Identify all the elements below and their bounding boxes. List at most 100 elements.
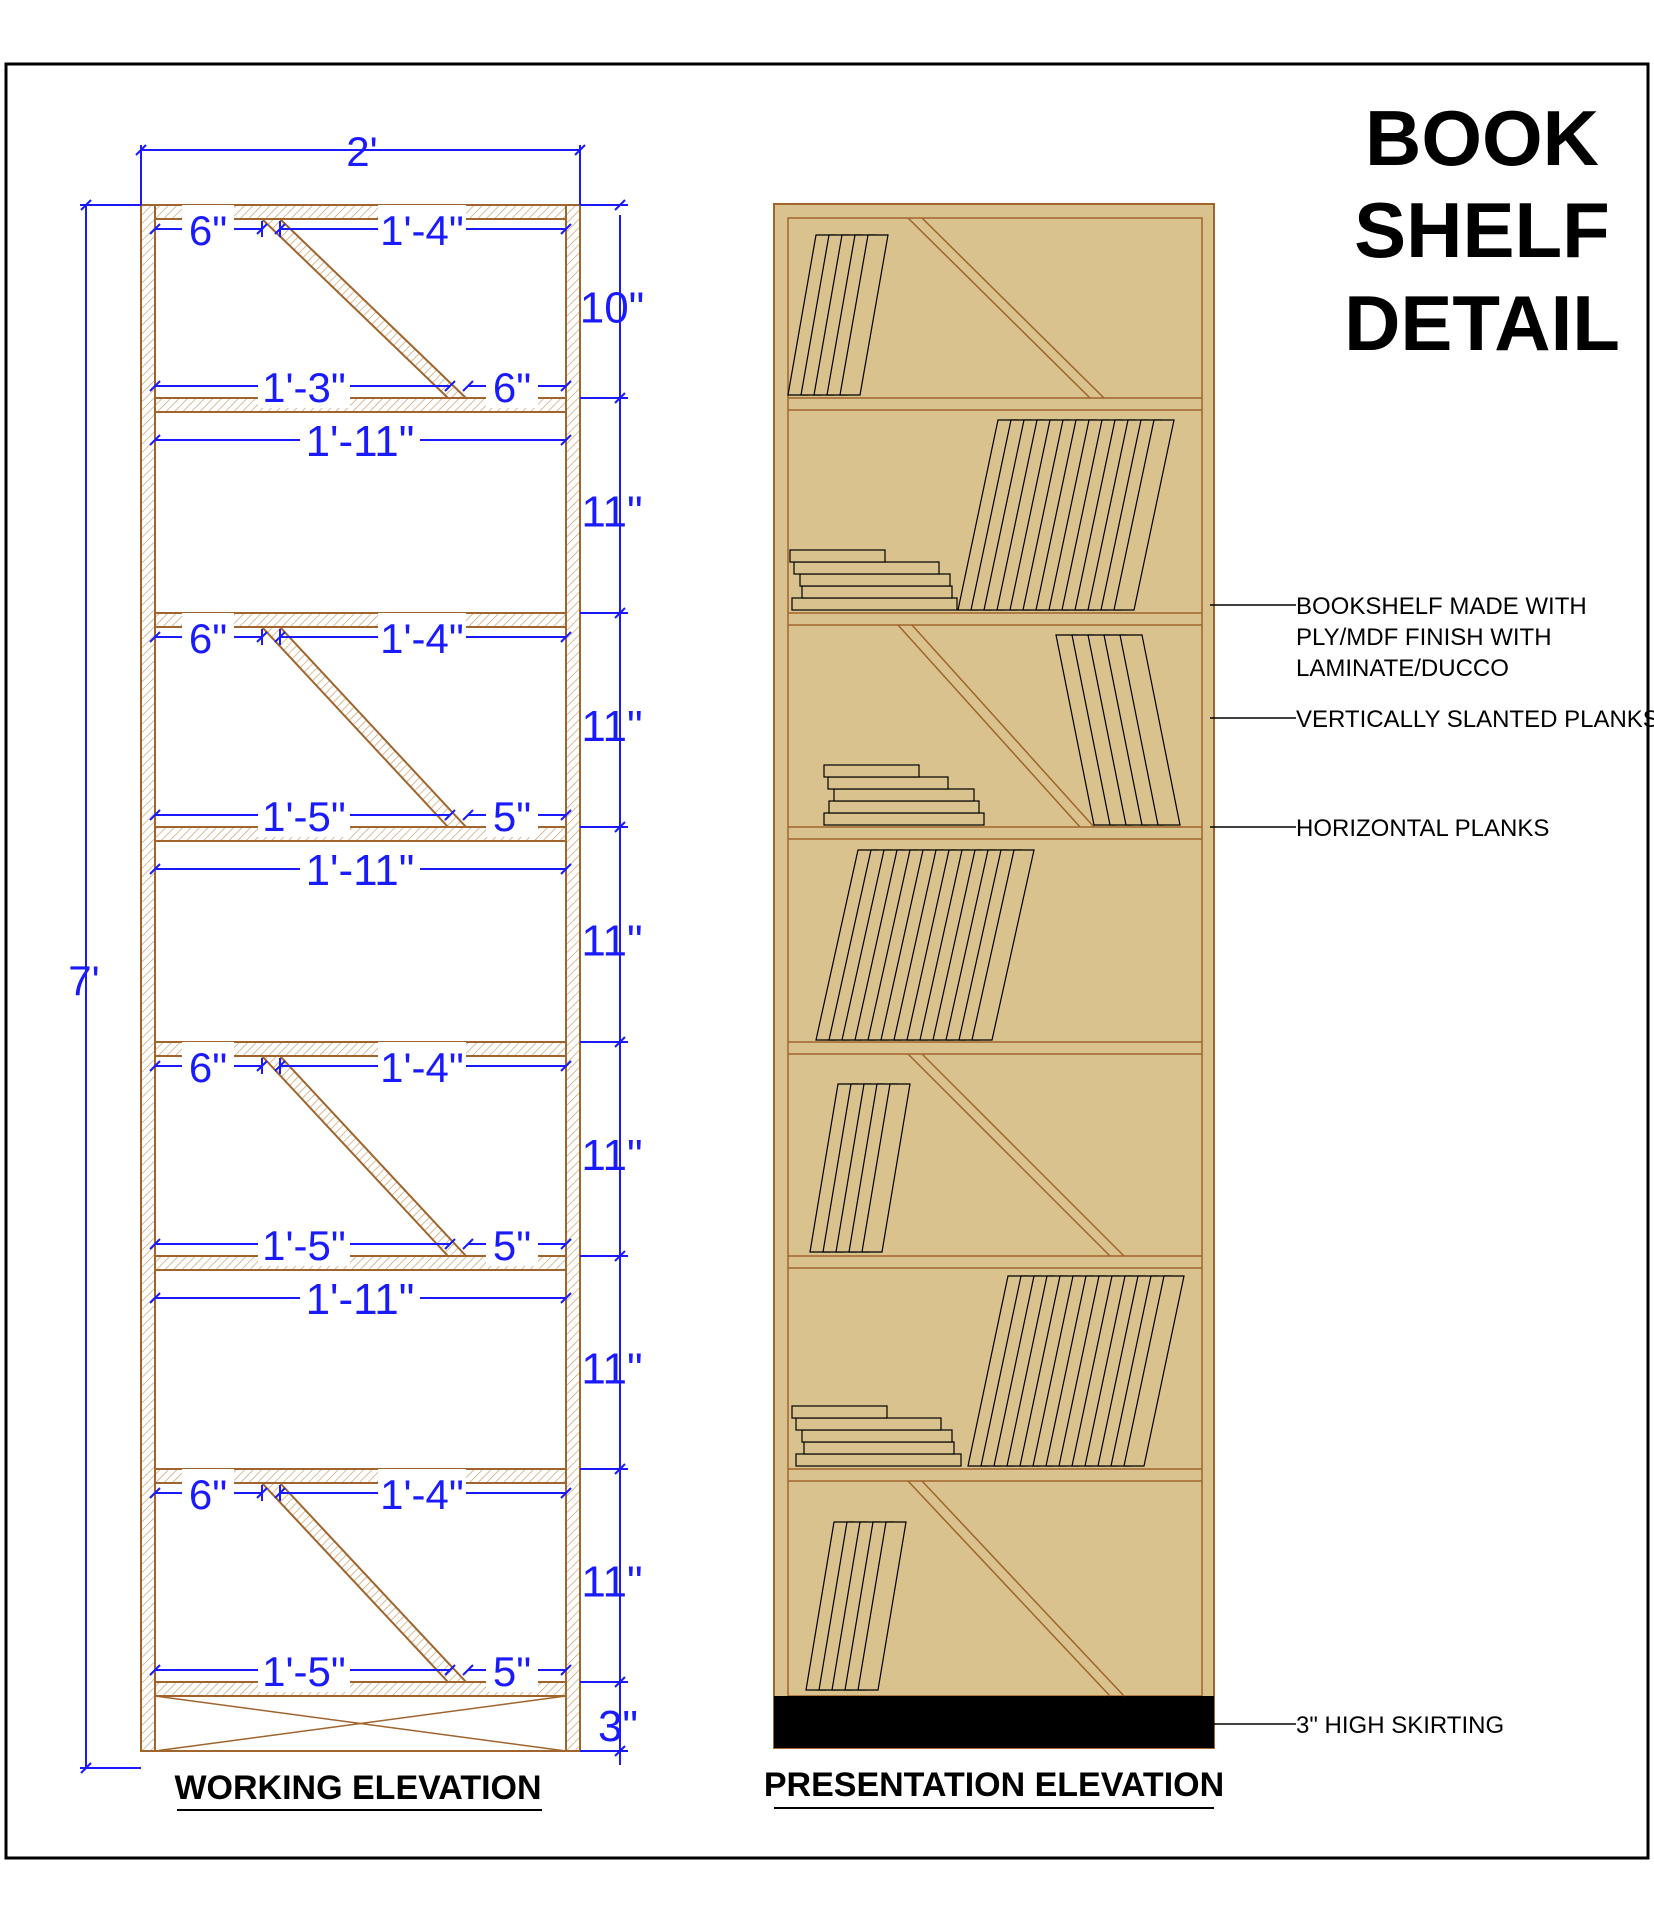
shelf-width-label: 1'-11" [306,417,415,466]
book [861,1083,911,1253]
label-mask [486,791,538,837]
shelf-width-label: 1'-11" [306,846,415,895]
stacked-book [793,561,940,575]
top-left-dim-label: 6" [189,207,227,254]
book [857,1521,907,1691]
stacked-book [795,1417,942,1431]
dimension-tick [462,380,474,392]
stacked-book [799,573,951,587]
book [1119,634,1181,826]
top-right-dim-label: 1'-4" [380,207,464,254]
dimension-tick [614,1250,626,1262]
stacked-book [828,800,980,814]
slanted-plank [259,626,469,828]
dimension-tick [149,380,161,392]
dimension-tick [444,1664,456,1676]
dimension-tick [149,863,161,875]
overall-width-label: 2' [346,128,377,175]
horizontal-plank [154,397,567,413]
slanted-plank-line [897,624,1081,828]
dimension-tick [560,1664,572,1676]
label-mask [258,1646,350,1692]
horizontal-plank [154,1255,567,1271]
left-side-panel [140,204,156,1752]
dimension-tick [560,223,572,235]
working-elevation-caption: WORKING ELEVATION [174,1769,541,1807]
working-elevation: 2' 7' 10" 6" 1'-4" 1'-3" 6" 11" 1'-11" 11" 6" 1'-4"… [68,128,645,1774]
row-height-label: 10" [580,284,645,333]
label-mask [486,362,538,408]
dimension-tick [560,434,572,446]
label-mask [378,1042,466,1088]
stacked-book [791,1405,888,1419]
annotation-text: 3" HIGH SKIRTING [1296,1712,1504,1739]
dimension-tick [560,809,572,821]
row-height-label: 11" [581,1131,642,1180]
stacked-book [833,788,975,802]
annotation-text: VERTICALLY SLANTED PLANKS [1296,706,1654,733]
stacked-book [801,585,953,599]
slanted-plank-line [911,624,1095,828]
dimension-tick [149,809,161,821]
dimension-tick [444,1238,456,1250]
label-mask [486,1220,538,1266]
slanted-plank [259,1055,469,1257]
label-mask [378,613,466,659]
dimension-tick [560,1487,572,1499]
row-height-label: 11" [581,917,642,966]
book [1113,419,1175,611]
label-mask [486,1646,538,1692]
row-height-label: 11" [581,702,642,751]
dimension-tick [149,1487,161,1499]
dimension-tick [614,199,626,211]
slanted-plank-line [907,217,1091,399]
stacked-book [795,1453,962,1467]
annotation-text: BOOKSHELF MADE WITH [1296,593,1587,620]
dimension-tick [462,1664,474,1676]
label-mask [258,1220,350,1266]
annotation-text: LAMINATE/DUCCO [1296,655,1509,682]
dimension-tick [149,631,161,643]
slanted-plank-line [907,1053,1111,1257]
overall-height-label: 7' [68,957,99,1004]
dimension-tick [462,809,474,821]
slanted-plank [259,1482,469,1683]
top-right-dim-label: 1'-4" [380,615,464,662]
row-height-label: 11" [581,1558,642,1607]
dimension-tick [614,1676,626,1688]
title-line-2: SHELF [1354,186,1610,274]
label-mask [300,416,420,462]
bottom-left-dim-label: 1'-5" [262,1222,346,1269]
dimension-tick [462,1238,474,1250]
shelf-width-label: 1'-11" [306,1275,415,1324]
book [1123,1275,1185,1467]
slanted-plank [259,218,469,399]
bottom-left-dim-label: 1'-3" [262,364,346,411]
top-left-dim-label: 6" [189,1044,227,1091]
top-left-dim-label: 6" [189,615,227,662]
top-right-dim-label: 1'-4" [380,1044,464,1091]
label-mask [182,1042,234,1088]
top-right-dim-label: 1'-4" [380,1471,464,1518]
dimension-tick [149,1060,161,1072]
book [971,849,1035,1041]
label-mask [182,613,234,659]
stacked-book [791,597,958,611]
skirting-height-label: 3" [598,1702,638,1751]
slanted-plank-line [921,1053,1125,1257]
bottom-right-dim-label: 6" [493,364,531,411]
bottom-right-dim-label: 5" [493,1648,531,1695]
dimension-tick [614,1036,626,1048]
dimension-tick [614,392,626,404]
top-left-dim-label: 6" [189,1471,227,1518]
dimension-tick [444,380,456,392]
label-mask [378,1469,466,1515]
presentation-elevation-caption: PRESENTATION ELEVATION [764,1766,1224,1804]
bottom-right-dim-label: 5" [493,793,531,840]
stacked-book [801,1429,953,1443]
drawing-title: BOOK SHELF DETAIL [1344,94,1620,367]
label-mask [378,205,466,251]
bottom-right-dim-label: 5" [493,1222,531,1269]
label-mask [182,1469,234,1515]
